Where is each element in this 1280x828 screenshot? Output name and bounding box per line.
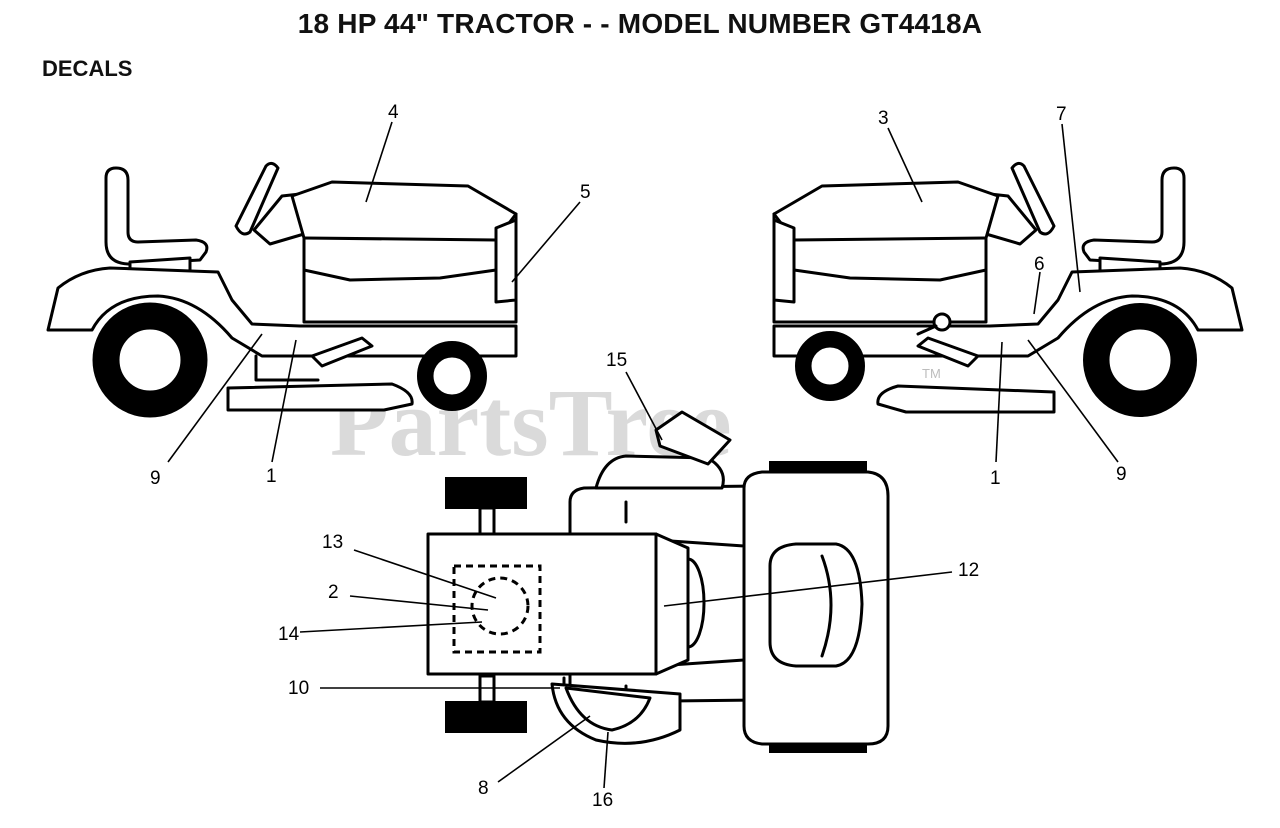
page-title: 18 HP 44" TRACTOR - - MODEL NUMBER GT441… [297,8,983,39]
callout-1-right: 1 [990,468,1001,489]
callout-1-left: 1 [266,466,277,487]
callout-2: 2 [328,582,339,603]
callout-13: 13 [322,532,343,553]
leader-lines [167,121,1119,789]
callout-16: 16 [592,790,613,811]
callout-7: 7 [1056,104,1067,125]
section-label: DECALS [42,56,133,81]
callout-4: 4 [388,102,399,123]
callout-12: 12 [958,560,979,581]
callout-14: 14 [278,624,300,645]
callout-3: 3 [878,108,889,129]
watermark-tm: TM [922,366,941,381]
callout-10: 10 [288,678,309,699]
callout-8: 8 [478,778,489,799]
callout-9-right: 9 [1116,464,1127,485]
callout-15: 15 [606,350,627,371]
callout-5: 5 [580,182,591,203]
callout-9-left: 9 [150,468,161,489]
tractor-top-view [426,410,890,753]
tractor-right-side-view [772,161,1244,417]
callout-numbers: 4 5 9 1 3 7 6 1 9 15 13 2 14 10 12 8 16 [150,102,1127,811]
tractor-left-side-view [46,161,518,418]
callout-6: 6 [1034,254,1045,275]
